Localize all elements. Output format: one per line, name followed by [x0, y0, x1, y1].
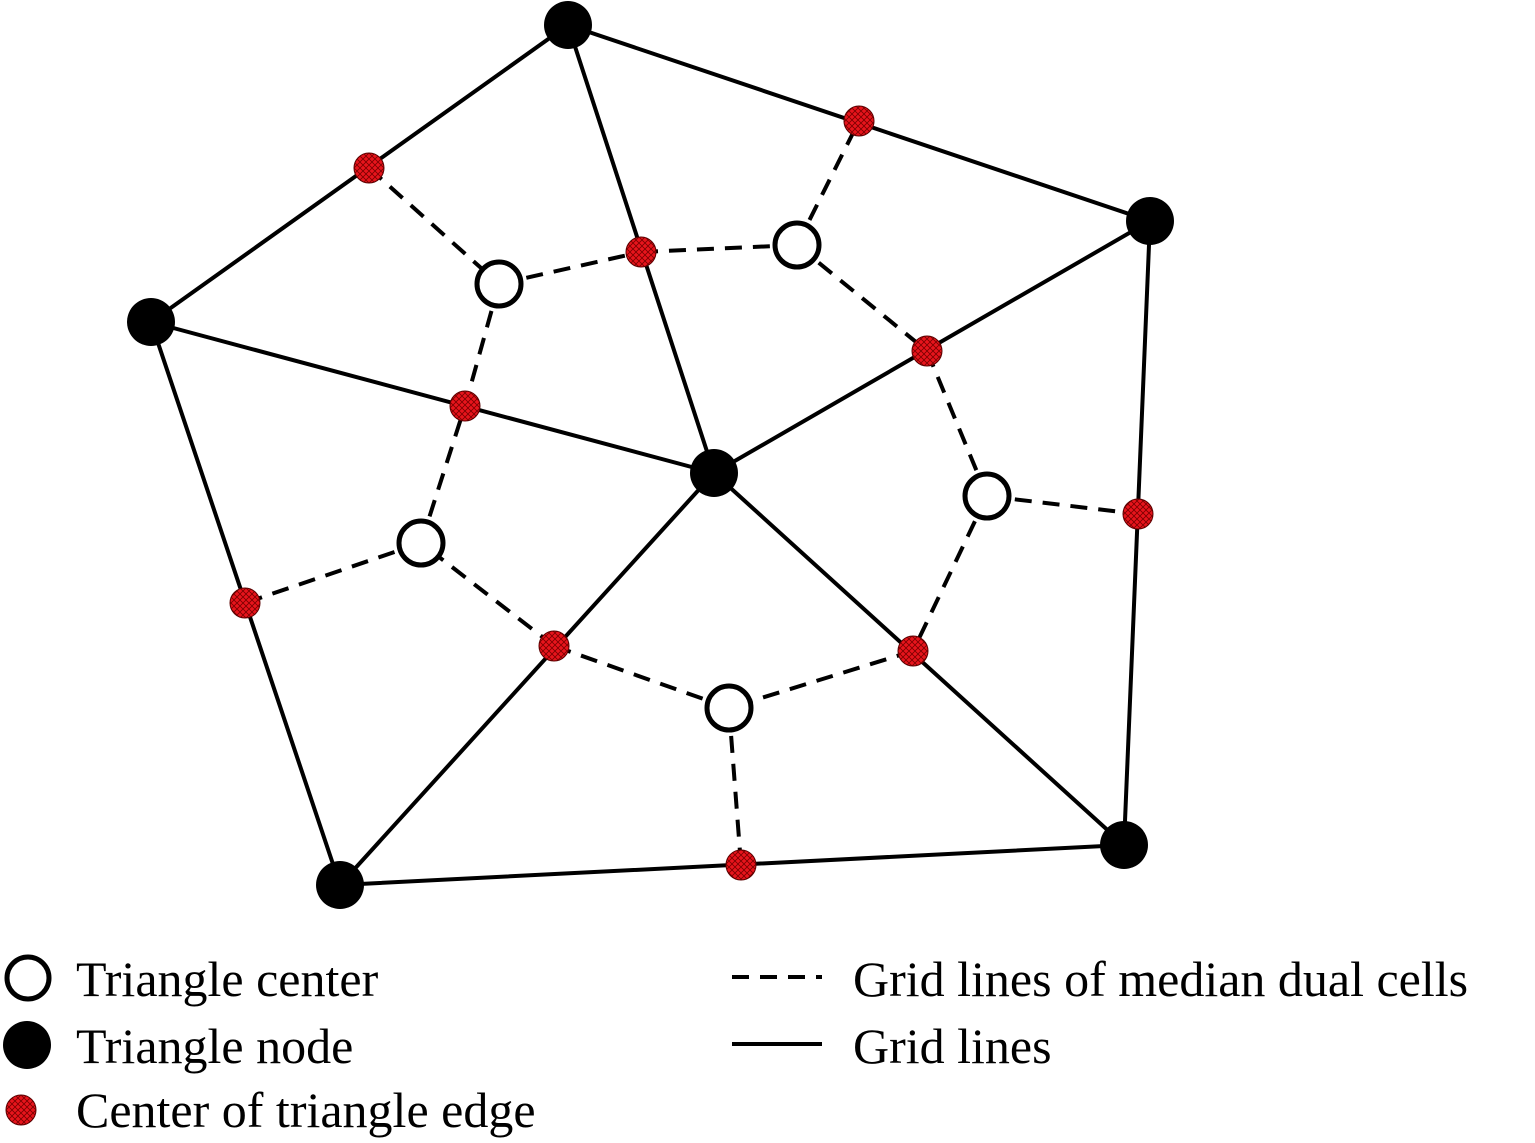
dual-line — [795, 243, 929, 353]
dual-line — [463, 283, 501, 407]
legend-item-grid-lines: Grid lines — [732, 1018, 1052, 1074]
dual-line — [367, 166, 501, 286]
legend-item-dual-lines: Grid lines of median dual cells — [732, 951, 1468, 1007]
legend-label: Triangle node — [76, 1018, 353, 1074]
triangle-node — [1100, 821, 1148, 869]
edge-center — [725, 849, 757, 881]
legend-item-edge-center: Center of triangle edge — [5, 1082, 536, 1138]
filled-circle-icon — [3, 1021, 51, 1069]
open-circle-icon — [4, 954, 52, 1002]
dual-line — [419, 405, 467, 544]
edge-center — [843, 105, 875, 137]
edge-center — [538, 630, 570, 662]
grid-line — [1122, 219, 1152, 847]
triangle-center — [772, 220, 822, 270]
triangle-node — [1126, 197, 1174, 245]
dual-line — [795, 120, 861, 246]
edge-center — [229, 587, 261, 619]
legend-label: Grid lines — [853, 1018, 1052, 1074]
triangle-node — [316, 861, 364, 909]
legend-label: Triangle center — [76, 951, 379, 1007]
red-hatched-dot-icon — [5, 1094, 37, 1126]
triangle-center — [396, 518, 446, 568]
legend: Triangle center Triangle node Center of … — [3, 951, 1468, 1138]
triangle-node — [127, 298, 175, 346]
grid-line — [338, 471, 716, 887]
legend-item-triangle-center: Triangle center — [4, 951, 379, 1007]
dual-line — [553, 644, 730, 710]
dual-line — [244, 541, 422, 605]
median-dual-lines — [244, 120, 1139, 866]
dual-line — [419, 541, 556, 648]
triangle-nodes — [127, 1, 1174, 909]
grid-lines — [149, 23, 1152, 887]
dual-line — [986, 494, 1139, 516]
triangle-centers — [396, 220, 1012, 733]
edge-center — [625, 236, 657, 268]
triangle-center — [474, 259, 524, 309]
triangle-center — [962, 471, 1012, 521]
legend-label: Center of triangle edge — [76, 1082, 536, 1138]
triangle-center — [704, 683, 754, 733]
legend-label: Grid lines of median dual cells — [853, 951, 1468, 1007]
edge-center — [449, 390, 481, 422]
dual-line — [911, 495, 989, 652]
edge-centers — [229, 105, 1154, 881]
edge-center — [911, 335, 943, 367]
dual-line — [728, 649, 914, 710]
grid-line — [149, 320, 716, 475]
dual-line — [498, 250, 642, 286]
legend-item-triangle-node: Triangle node — [3, 1018, 353, 1074]
edge-center — [1122, 498, 1154, 530]
triangle-node — [544, 1, 592, 49]
edge-center — [897, 635, 929, 667]
triangle-node — [690, 449, 738, 497]
edge-center — [353, 152, 385, 184]
